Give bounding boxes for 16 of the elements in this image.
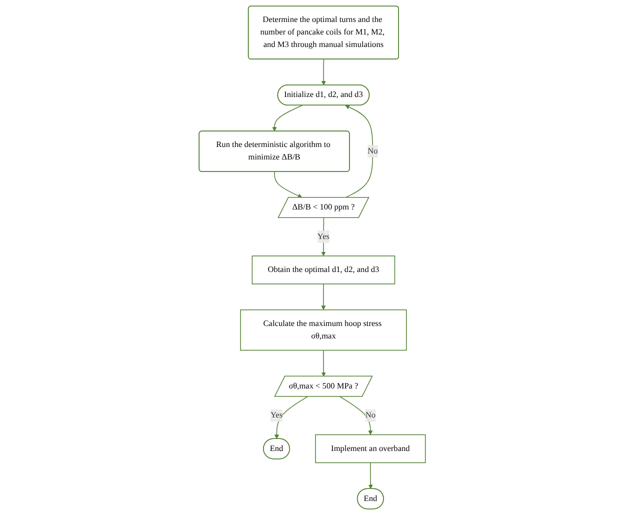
arrow (344, 105, 373, 198)
arrow (321, 350, 326, 377)
arrow (368, 462, 373, 490)
node-box: Obtain the optimal d1, d2, and d3 (252, 256, 395, 284)
arrow (320, 284, 326, 310)
node-box: Calculate the maximum hoop stress σθ,max (240, 309, 407, 351)
arrow (274, 396, 308, 440)
arrow (339, 396, 372, 435)
node-box: Implement an overband (314, 434, 426, 464)
arrow (272, 105, 302, 132)
arrow (274, 171, 302, 198)
arrow (321, 58, 326, 86)
edge-label: No (367, 146, 378, 156)
edge-label: Yes (270, 410, 282, 420)
edge-label: Yes (317, 232, 330, 241)
edge-label: No (365, 410, 376, 420)
